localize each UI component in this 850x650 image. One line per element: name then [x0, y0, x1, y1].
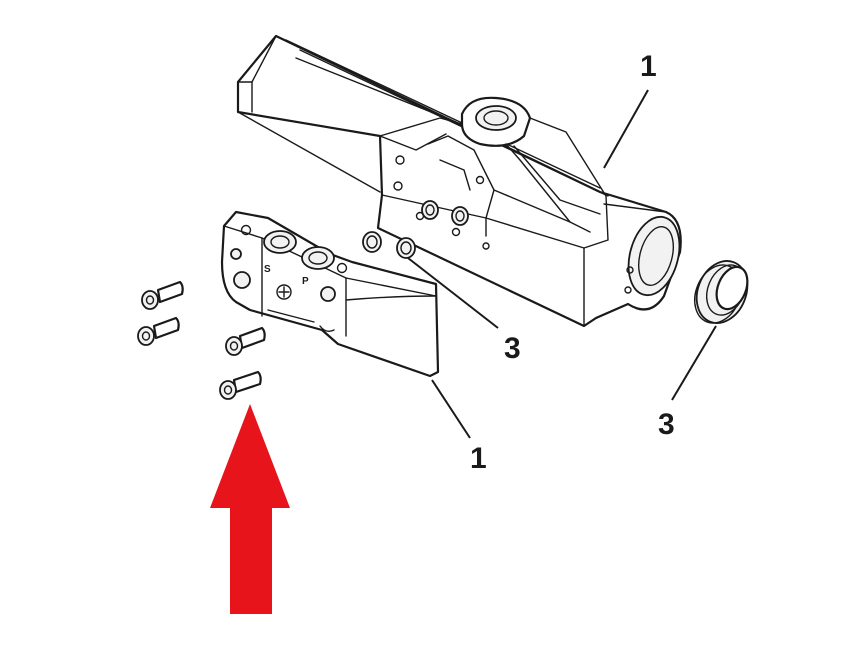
red-up-arrow-icon — [210, 404, 290, 614]
valve-housing — [236, 34, 682, 328]
screw-upper-left — [141, 280, 184, 310]
leader-orings — [407, 257, 499, 329]
ring-seal — [694, 260, 749, 324]
screw-lower[interactable] — [219, 370, 262, 400]
screw-middle-left — [137, 316, 180, 346]
port-label-p: P — [302, 276, 309, 287]
screw-middle-right — [225, 326, 266, 356]
leader-housing — [603, 89, 649, 169]
port-label-s: S — [264, 264, 271, 275]
callout-ring-seal: 3 — [658, 408, 675, 441]
o-ring-pair — [362, 231, 416, 259]
leader-cover — [431, 379, 471, 439]
leader-ring-seal — [671, 325, 717, 401]
cover-block: S P — [220, 210, 440, 378]
callout-o-rings: 3 — [504, 332, 521, 365]
callout-housing: 1 — [640, 50, 657, 83]
callout-cover-block: 1 — [470, 442, 487, 475]
